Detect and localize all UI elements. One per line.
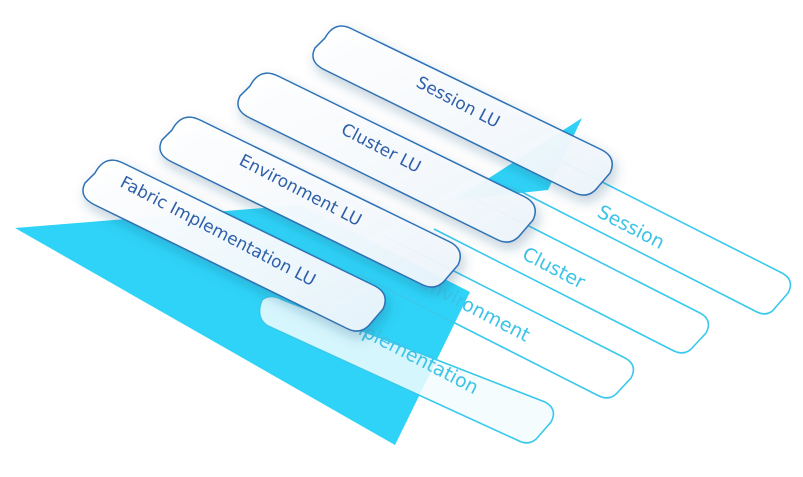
card-panel xyxy=(82,159,386,332)
card-panel xyxy=(312,25,613,196)
card-session-lu: Session LU xyxy=(312,25,613,196)
accent-wedge-bottom xyxy=(15,205,470,445)
outline-panel xyxy=(258,295,555,444)
outline-panel xyxy=(357,235,635,399)
card-panel xyxy=(237,72,536,243)
outline-panel xyxy=(509,147,792,315)
card-panel xyxy=(159,116,461,288)
outline-panel xyxy=(433,191,710,354)
